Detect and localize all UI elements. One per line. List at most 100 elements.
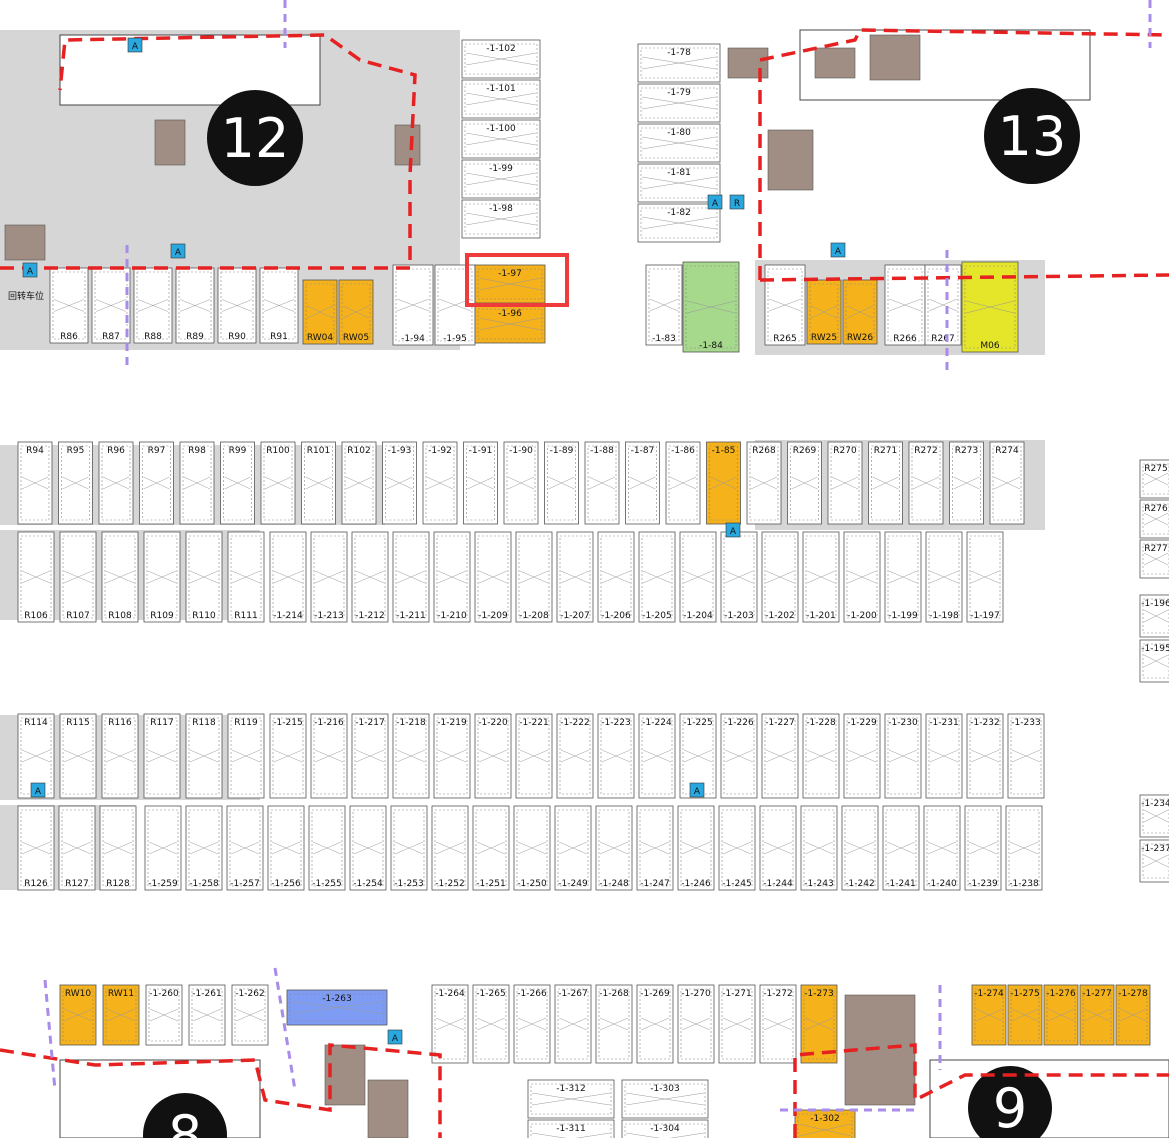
parking-slot[interactable]: -1-262 bbox=[231, 984, 269, 1046]
parking-slot[interactable]: RW25 bbox=[806, 279, 842, 345]
parking-slot[interactable]: -1-311 bbox=[527, 1119, 615, 1138]
parking-slot[interactable]: -1-197 bbox=[966, 531, 1004, 623]
parking-slot[interactable]: -1-199 bbox=[884, 531, 922, 623]
parking-slot[interactable]: -1-220 bbox=[474, 713, 512, 799]
parking-slot[interactable]: R127 bbox=[58, 805, 96, 891]
parking-slot[interactable]: -1-195 bbox=[1139, 639, 1169, 683]
parking-slot[interactable]: -1-267 bbox=[554, 984, 592, 1064]
parking-slot[interactable]: -1-100 bbox=[461, 119, 541, 159]
parking-slot[interactable]: R272 bbox=[908, 441, 944, 525]
parking-slot[interactable]: -1-243 bbox=[800, 805, 838, 891]
parking-slot[interactable]: R108 bbox=[101, 531, 139, 623]
parking-slot[interactable]: -1-203 bbox=[720, 531, 758, 623]
parking-slot[interactable]: -1-97 bbox=[474, 264, 546, 304]
parking-slot[interactable]: R94 bbox=[17, 441, 53, 525]
parking-slot[interactable]: -1-218 bbox=[392, 713, 430, 799]
parking-slot[interactable]: -1-94 bbox=[392, 264, 434, 346]
parking-slot[interactable]: -1-84 bbox=[682, 261, 740, 353]
parking-slot[interactable]: -1-209 bbox=[474, 531, 512, 623]
parking-slot[interactable]: -1-212 bbox=[351, 531, 389, 623]
parking-slot[interactable]: R107 bbox=[59, 531, 97, 623]
parking-slot[interactable]: R106 bbox=[17, 531, 55, 623]
parking-slot[interactable]: R126 bbox=[17, 805, 55, 891]
parking-slot[interactable]: R97 bbox=[139, 441, 174, 525]
parking-slot[interactable]: -1-303 bbox=[621, 1079, 709, 1119]
parking-slot[interactable]: -1-221 bbox=[515, 713, 553, 799]
parking-slot[interactable]: -1-216 bbox=[310, 713, 348, 799]
parking-slot[interactable]: -1-88 bbox=[584, 441, 620, 525]
parking-slot[interactable]: -1-253 bbox=[390, 805, 428, 891]
parking-slot[interactable]: -1-85 bbox=[706, 441, 741, 525]
parking-slot[interactable]: -1-230 bbox=[884, 713, 922, 799]
parking-slot[interactable]: -1-270 bbox=[677, 984, 715, 1064]
parking-slot[interactable]: -1-265 bbox=[472, 984, 510, 1064]
parking-slot[interactable]: -1-92 bbox=[422, 441, 458, 525]
parking-slot[interactable]: -1-215 bbox=[269, 713, 307, 799]
parking-slot[interactable]: R102 bbox=[341, 441, 377, 525]
parking-slot[interactable]: -1-228 bbox=[802, 713, 840, 799]
parking-slot[interactable]: -1-204 bbox=[679, 531, 717, 623]
parking-slot[interactable]: R276 bbox=[1139, 499, 1169, 539]
parking-slot[interactable]: -1-83 bbox=[645, 264, 683, 346]
parking-slot[interactable]: -1-219 bbox=[433, 713, 471, 799]
parking-slot[interactable]: -1-254 bbox=[349, 805, 387, 891]
parking-slot[interactable]: -1-90 bbox=[503, 441, 539, 525]
parking-slot[interactable]: -1-102 bbox=[461, 39, 541, 79]
parking-slot[interactable]: -1-249 bbox=[554, 805, 592, 891]
parking-slot[interactable]: -1-101 bbox=[461, 79, 541, 119]
parking-slot[interactable]: -1-210 bbox=[433, 531, 471, 623]
parking-slot[interactable]: R109 bbox=[143, 531, 181, 623]
parking-slot[interactable]: -1-231 bbox=[925, 713, 963, 799]
parking-slot[interactable]: -1-275 bbox=[1007, 984, 1043, 1046]
parking-slot[interactable]: R269 bbox=[787, 441, 822, 525]
parking-slot[interactable]: -1-278 bbox=[1115, 984, 1151, 1046]
parking-slot[interactable]: R100 bbox=[260, 441, 296, 525]
parking-slot[interactable]: -1-206 bbox=[597, 531, 635, 623]
parking-slot[interactable]: R128 bbox=[99, 805, 137, 891]
parking-slot[interactable]: -1-302 bbox=[794, 1109, 856, 1138]
parking-slot[interactable]: -1-312 bbox=[527, 1079, 615, 1119]
parking-slot[interactable]: -1-241 bbox=[882, 805, 920, 891]
parking-slot[interactable]: -1-98 bbox=[461, 199, 541, 239]
parking-slot[interactable]: -1-245 bbox=[718, 805, 756, 891]
parking-slot[interactable]: -1-87 bbox=[625, 441, 660, 525]
parking-slot[interactable]: R101 bbox=[301, 441, 336, 525]
parking-slot[interactable]: -1-238 bbox=[1005, 805, 1043, 891]
parking-slot[interactable]: -1-89 bbox=[544, 441, 579, 525]
parking-slot[interactable]: R268 bbox=[746, 441, 782, 525]
parking-slot[interactable]: -1-256 bbox=[267, 805, 305, 891]
parking-slot[interactable]: -1-247 bbox=[636, 805, 674, 891]
parking-slot[interactable]: -1-240 bbox=[923, 805, 961, 891]
parking-slot[interactable]: -1-258 bbox=[185, 805, 223, 891]
parking-slot[interactable]: -1-208 bbox=[515, 531, 553, 623]
parking-slot[interactable]: -1-213 bbox=[310, 531, 348, 623]
parking-slot[interactable]: -1-266 bbox=[513, 984, 551, 1064]
parking-slot[interactable]: RW11 bbox=[102, 984, 140, 1046]
parking-slot[interactable]: -1-246 bbox=[677, 805, 715, 891]
parking-slot[interactable]: R98 bbox=[179, 441, 215, 525]
parking-slot[interactable]: R91 bbox=[259, 267, 299, 344]
parking-slot[interactable]: -1-234 bbox=[1139, 794, 1169, 838]
parking-slot[interactable]: -1-222 bbox=[556, 713, 594, 799]
parking-slot[interactable]: -1-223 bbox=[597, 713, 635, 799]
parking-slot[interactable]: -1-274 bbox=[971, 984, 1007, 1046]
parking-slot[interactable]: -1-273 bbox=[800, 984, 838, 1064]
parking-slot[interactable]: R118 bbox=[185, 713, 223, 799]
parking-slot[interactable]: -1-198 bbox=[925, 531, 963, 623]
parking-slot[interactable]: -1-86 bbox=[665, 441, 701, 525]
parking-slot[interactable]: -1-242 bbox=[841, 805, 879, 891]
parking-slot[interactable]: R96 bbox=[98, 441, 134, 525]
parking-slot[interactable]: -1-261 bbox=[188, 984, 226, 1046]
parking-slot[interactable]: RW04 bbox=[302, 279, 338, 345]
parking-slot[interactable]: -1-79 bbox=[637, 83, 721, 123]
parking-slot[interactable]: -1-96 bbox=[474, 304, 546, 344]
parking-slot[interactable]: -1-248 bbox=[595, 805, 633, 891]
parking-slot[interactable]: -1-81 bbox=[637, 163, 721, 203]
parking-slot[interactable]: R115 bbox=[59, 713, 97, 799]
parking-slot[interactable]: R270 bbox=[827, 441, 863, 525]
parking-slot[interactable]: -1-227 bbox=[761, 713, 799, 799]
parking-slot[interactable]: -1-237 bbox=[1139, 839, 1169, 883]
parking-slot[interactable]: R119 bbox=[227, 713, 265, 799]
parking-slot[interactable]: -1-91 bbox=[463, 441, 498, 525]
parking-slot[interactable]: -1-211 bbox=[392, 531, 430, 623]
